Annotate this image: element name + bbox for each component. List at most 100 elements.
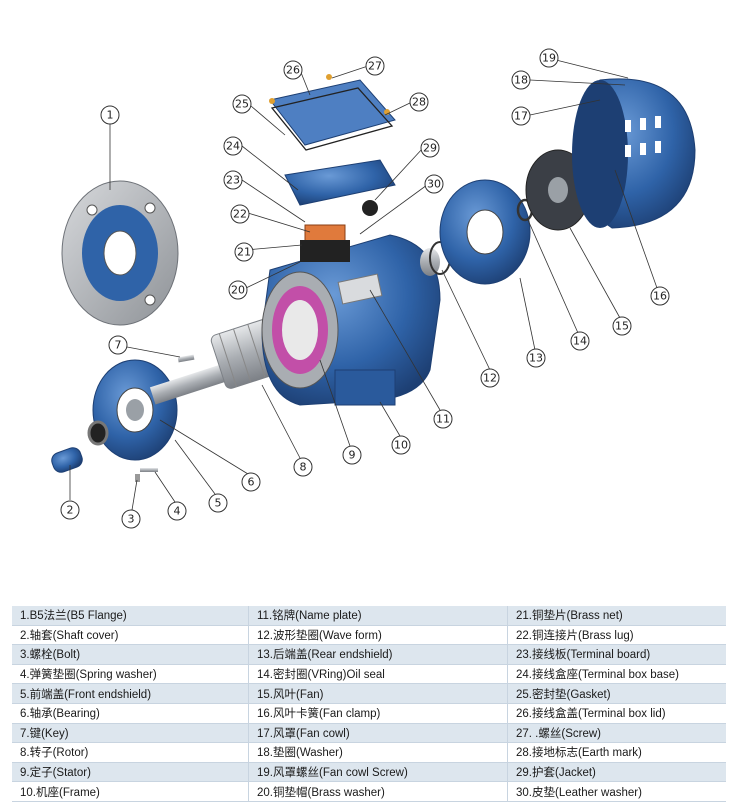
callout-19: 19: [539, 48, 559, 68]
callout-16: 16: [650, 286, 670, 306]
svg-text:4: 4: [174, 505, 181, 518]
legend-row: 10.机座(Frame) 20.铜垫帽(Brass washer) 30.皮垫(…: [12, 781, 726, 802]
callout-11: 11: [433, 409, 453, 429]
b5-flange-part: [61, 180, 179, 326]
callout-10: 10: [391, 435, 411, 455]
svg-text:16: 16: [653, 290, 667, 303]
callout-3: 3: [121, 509, 141, 529]
svg-text:11: 11: [436, 413, 450, 426]
legend-row: 7.键(Key) 17.风罩(Fan cowl) 27. .螺丝(Screw): [12, 723, 726, 744]
svg-text:10: 10: [394, 439, 408, 452]
legend-cell: 11.铭牌(Name plate): [248, 606, 508, 626]
legend-cell: 4.弹簧垫圈(Spring washer): [12, 664, 249, 685]
legend-cell: 2.轴套(Shaft cover): [12, 625, 249, 646]
svg-text:21: 21: [237, 246, 251, 259]
legend-cell: 23.接线板(Terminal board): [507, 644, 726, 665]
svg-text:13: 13: [529, 352, 543, 365]
rear-endshield-part: [439, 179, 531, 285]
svg-text:12: 12: [483, 372, 497, 385]
svg-text:2: 2: [67, 504, 74, 517]
legend-row: 2.轴套(Shaft cover) 12.波形垫圈(Wave form) 22.…: [12, 625, 726, 646]
legend-row: 4.弹簧垫圈(Spring washer) 14.密封圈(VRing)Oil s…: [12, 664, 726, 685]
callout-21: 21: [234, 242, 254, 262]
svg-text:20: 20: [231, 284, 245, 297]
callout-25: 25: [232, 94, 252, 114]
svg-text:22: 22: [233, 208, 247, 221]
callout-22: 22: [230, 204, 250, 224]
svg-text:15: 15: [615, 320, 629, 333]
callout-30: 30: [424, 174, 444, 194]
legend-cell: 25.密封垫(Gasket): [507, 683, 726, 704]
svg-text:27: 27: [368, 60, 382, 73]
legend-cell: 27. .螺丝(Screw): [507, 723, 726, 744]
svg-text:9: 9: [349, 449, 356, 462]
svg-text:24: 24: [226, 140, 240, 153]
callout-27: 27: [365, 56, 385, 76]
bearing-part: [87, 420, 109, 446]
legend-cell: 15.风叶(Fan): [248, 683, 508, 704]
legend-cell: 6.轴承(Bearing): [12, 703, 249, 724]
callout-8: 8: [293, 457, 313, 477]
front-endshield-part: [92, 359, 178, 461]
callout-4: 4: [167, 501, 187, 521]
exploded-motor-diagram: 1 2 3 4 5 6 7 8 9 10 11 12 13 14 15 16 1…: [51, 48, 696, 529]
callout-6: 6: [241, 472, 261, 492]
callout-18: 18: [511, 70, 531, 90]
callout-2: 2: [60, 500, 80, 520]
legend-cell: 19.风罩螺丝(Fan cowl Screw): [248, 762, 508, 783]
parts-legend-table: 1.B5法兰(B5 Flange) 11.铭牌(Name plate) 21.铜…: [12, 606, 726, 802]
legend-cell: 18.垫圈(Washer): [248, 742, 508, 763]
legend-row: 6.轴承(Bearing) 16.风叶卡簧(Fan clamp) 26.接线盒盖…: [12, 703, 726, 724]
legend-cell: 13.后端盖(Rear endshield): [248, 644, 508, 665]
svg-text:19: 19: [542, 52, 556, 65]
svg-text:29: 29: [423, 142, 437, 155]
legend-cell: 28.接地标志(Earth mark): [507, 742, 726, 763]
legend-row: 8.转子(Rotor) 18.垫圈(Washer) 28.接地标志(Earth …: [12, 742, 726, 763]
svg-text:28: 28: [412, 96, 426, 109]
legend-row: 5.前端盖(Front endshield) 15.风叶(Fan) 25.密封垫…: [12, 683, 726, 704]
legend-cell: 24.接线盒座(Terminal box base): [507, 664, 726, 685]
fan-cowl-part: [572, 78, 696, 229]
legend-cell: 1.B5法兰(B5 Flange): [12, 606, 249, 626]
key-part: [177, 354, 195, 363]
svg-text:17: 17: [514, 110, 528, 123]
svg-text:18: 18: [514, 74, 528, 87]
legend-row: 1.B5法兰(B5 Flange) 11.铭牌(Name plate) 21.铜…: [12, 606, 726, 626]
callout-1: 1: [100, 105, 120, 125]
legend-cell: 10.机座(Frame): [12, 781, 249, 802]
svg-text:1: 1: [107, 109, 114, 122]
legend-cell: 9.定子(Stator): [12, 762, 249, 783]
callout-15: 15: [612, 316, 632, 336]
svg-text:14: 14: [573, 335, 587, 348]
callout-26: 26: [283, 60, 303, 80]
legend-cell: 20.铜垫帽(Brass washer): [248, 781, 508, 802]
callout-7: 7: [108, 335, 128, 355]
legend-cell: 30.皮垫(Leather washer): [507, 781, 726, 802]
legend-row: 9.定子(Stator) 19.风罩螺丝(Fan cowl Screw) 29.…: [12, 762, 726, 783]
terminal-box-part: [269, 74, 396, 262]
callout-24: 24: [223, 136, 243, 156]
legend-cell: 21.铜垫片(Brass net): [507, 606, 726, 626]
legend-cell: 12.波形垫圈(Wave form): [248, 625, 508, 646]
legend-cell: 29.护套(Jacket): [507, 762, 726, 783]
callout-12: 12: [480, 368, 500, 388]
shaft-cover-part: [51, 447, 83, 473]
callout-17: 17: [511, 106, 531, 126]
leader-lines: [69, 57, 658, 511]
legend-cell: 5.前端盖(Front endshield): [12, 683, 249, 704]
legend-cell: 17.风罩(Fan cowl): [248, 723, 508, 744]
jacket-part: [362, 200, 378, 216]
svg-text:30: 30: [427, 178, 441, 191]
svg-text:8: 8: [300, 461, 307, 474]
svg-text:25: 25: [235, 98, 249, 111]
legend-cell: 22.铜连接片(Brass lug): [507, 625, 726, 646]
callout-13: 13: [526, 348, 546, 368]
callout-23: 23: [223, 170, 243, 190]
callout-5: 5: [208, 493, 228, 513]
legend-cell: 26.接线盒盖(Terminal box lid): [507, 703, 726, 724]
name-plate-part: [337, 273, 383, 305]
legend-cell: 8.转子(Rotor): [12, 742, 249, 763]
svg-text:3: 3: [128, 513, 135, 526]
legend-cell: 3.螺栓(Bolt): [12, 644, 249, 665]
legend-cell: 7.键(Key): [12, 723, 249, 744]
